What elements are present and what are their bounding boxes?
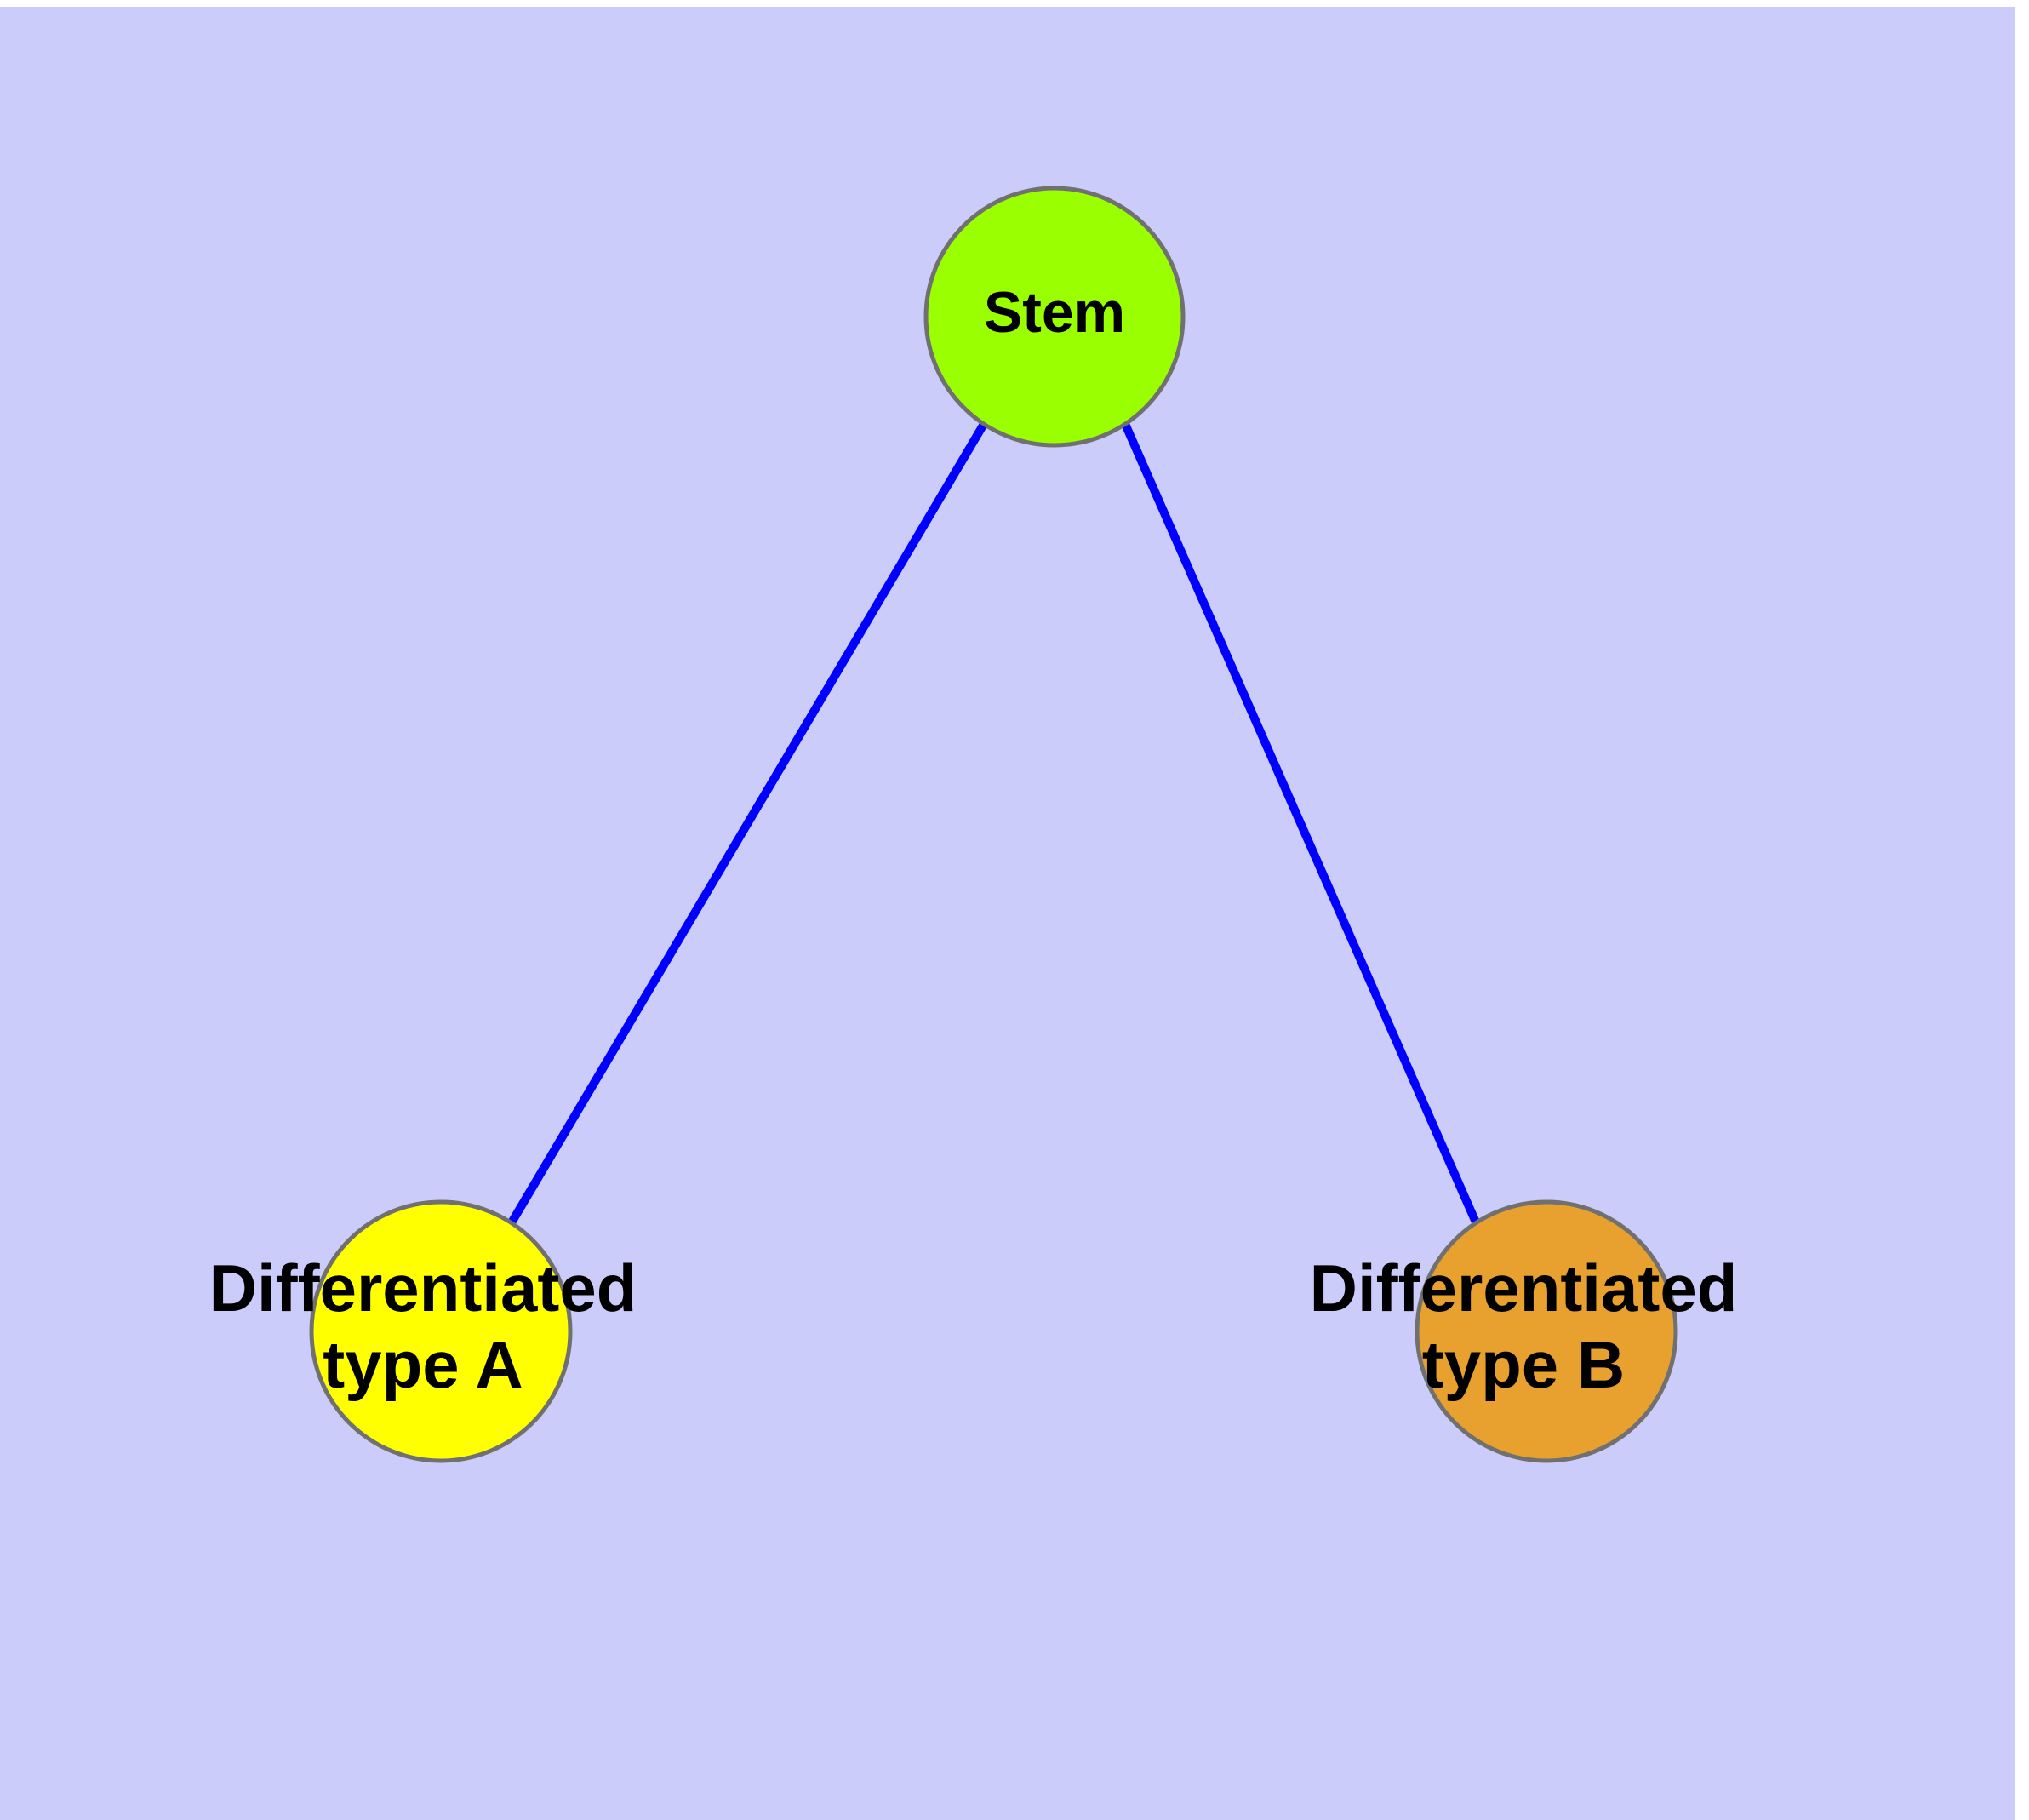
- node-stem[interactable]: Stem: [923, 186, 1186, 448]
- edge-stem-to-differentiated-b[interactable]: [1121, 421, 1481, 1227]
- edges-group: [506, 421, 1481, 1227]
- node-differentiated-type-b-circle[interactable]: [1415, 1199, 1678, 1463]
- node-differentiated-type-a-circle[interactable]: [309, 1199, 573, 1463]
- node-stem-label: Stem: [984, 280, 1125, 345]
- edge-stem-to-differentiated-a[interactable]: [506, 421, 988, 1227]
- node-stem-circle[interactable]: [923, 186, 1186, 448]
